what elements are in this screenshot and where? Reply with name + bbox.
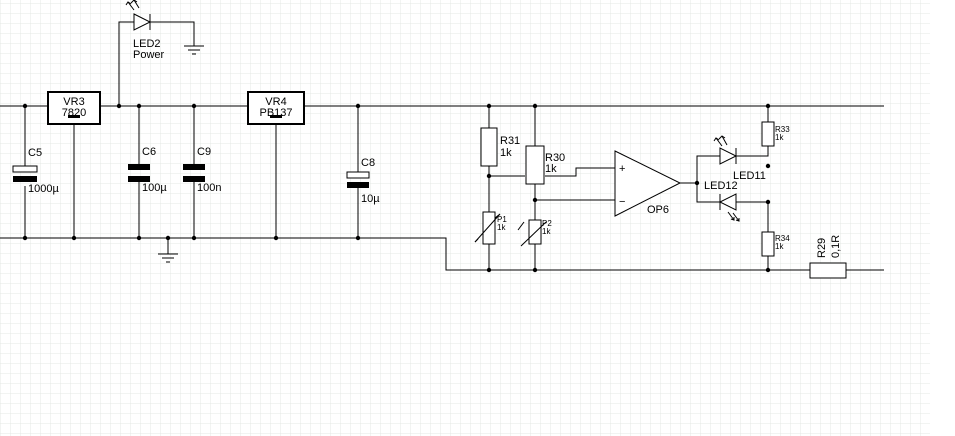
led12-ref: LED12 [704,180,738,192]
led2-ref: LED2 [133,38,161,50]
margin-strip [930,0,955,436]
capacitor-c6[interactable]: C6 100µ [128,146,167,194]
r29-value: 0,1R [830,235,842,258]
regulator-vr4[interactable]: VR4 PB137 [247,91,305,125]
ground-symbol-led2 [184,45,204,55]
potentiometer-p1[interactable]: P1 1k [474,211,507,245]
c6-value: 100µ [142,182,167,194]
led-led2[interactable]: LED2 Power [125,0,165,61]
op6-plus-sign: + [619,163,625,175]
r33-ref: R33 [775,125,790,134]
resistor-r31[interactable]: R31 1k [480,127,520,167]
vr3-value: 7820 [62,107,86,119]
p1-ref: P1 [497,215,507,224]
led2-value: Power [133,49,165,61]
vr4-value: PB137 [259,107,292,119]
r30-value: 1k [545,163,557,175]
r31-value: 1k [500,147,512,159]
potentiometer-p2[interactable]: P2 1k [517,219,552,247]
led-led12[interactable]: LED12 [704,180,740,222]
r30-ref: R30 [545,152,565,164]
op6-minus-sign: − [619,196,625,208]
resistor-r29[interactable]: R29 0,1R [809,235,847,279]
wires [0,21,884,271]
resistor-r33[interactable]: R33 1k [761,121,790,147]
resistor-r30[interactable]: R30 1k [525,145,565,185]
capacitor-c5[interactable]: C5 1000µ [12,147,59,195]
p2-value: 1k [542,227,551,236]
p2-ref: P2 [542,219,552,228]
p1-value: 1k [497,223,506,232]
r31-ref: R31 [500,135,520,147]
r34-ref: R34 [775,234,790,243]
c5-ref: C5 [28,147,42,159]
r29-ref: R29 [816,238,828,258]
regulator-vr3[interactable]: VR3 7820 [47,91,101,125]
c8-value: 10µ [361,193,380,205]
r33-value: 1k [775,133,784,142]
capacitor-c9[interactable]: C9 100n [183,146,221,194]
junctions [22,103,771,273]
resistor-r34[interactable]: R34 1k [761,231,790,257]
c6-ref: C6 [142,146,156,158]
c5-value: 1000µ [28,183,59,195]
r34-value: 1k [775,242,784,251]
led-led11[interactable]: LED11 [713,135,766,182]
capacitor-c8[interactable]: C8 10µ [346,157,380,205]
c9-value: 100n [197,182,221,194]
c8-ref: C8 [361,157,375,169]
vr3-ref: VR3 [63,96,84,108]
ground-symbol-main [158,253,178,263]
led11-ref: LED11 [733,170,766,182]
vr4-ref: VR4 [265,96,286,108]
c9-ref: C9 [197,146,211,158]
grid-background [0,0,930,436]
opamp-op6[interactable]: + − OP6 [614,150,682,217]
op6-ref: OP6 [647,204,669,216]
